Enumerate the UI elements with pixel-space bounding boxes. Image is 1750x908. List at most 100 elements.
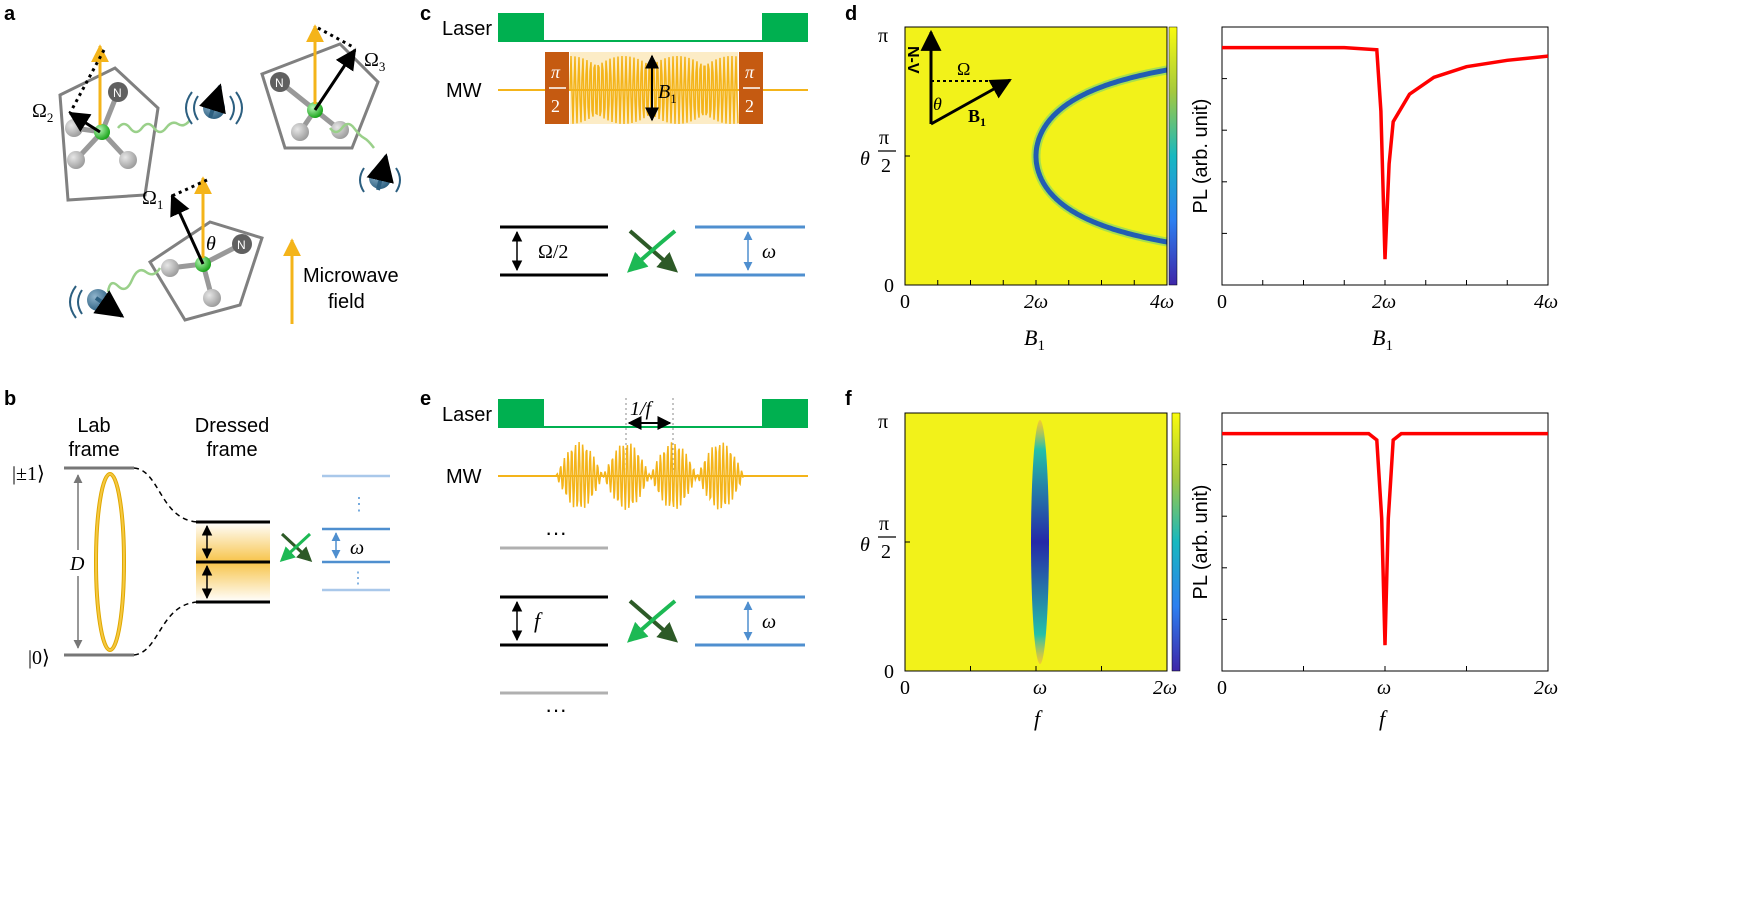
fr-xtick-w: ω [1377, 677, 1391, 699]
chart-f-heatmap: PL (arb. unit) π 0 π 2 θ 0 ω 2ω f [860, 411, 1212, 731]
mw-label-e: MW [446, 466, 482, 488]
nv-center-2: N Ω1 θ [69, 176, 264, 322]
nv-axis-label: N-V [904, 46, 921, 74]
laser-label-e: Laser [442, 404, 492, 426]
d-xtick-0: 0 [900, 291, 910, 313]
panel-b: Lab frame Dressed frame |±1⟩ |0⟩ D ⋮ ⋮ [12, 415, 390, 669]
pi2-1-den: 2 [551, 96, 560, 116]
laser-pulse-e-2 [762, 399, 808, 428]
nv-center-1: N Ω2 [32, 44, 243, 202]
colorbar-d [1168, 26, 1178, 286]
coupling-arrows-b [279, 532, 313, 563]
b1-label-c: B1 [658, 81, 677, 106]
laser-pulse-c-2 [762, 13, 808, 42]
chart-f-line: 0 ω 2ω f [1217, 412, 1558, 731]
f-ytick-pi2-num: π [879, 513, 889, 535]
inset-theta: θ [933, 94, 942, 114]
panel-label-d: d [845, 3, 857, 25]
dots-bottom-e: ··· [545, 697, 567, 722]
nitrogen-label-2: N [237, 238, 246, 252]
omega2-label: Ω2 [32, 100, 53, 125]
panel-label-c: c [420, 3, 431, 25]
f-ytick-0: 0 [884, 661, 894, 683]
colorbar-f [1171, 412, 1181, 672]
mw-label-c: MW [446, 80, 482, 102]
omega3-label: Ω3 [364, 49, 385, 74]
panel-label-e: e [420, 388, 431, 410]
fr-xlabel: f [1379, 706, 1388, 731]
colorbar-d-label: PL (arb. unit) [1190, 99, 1212, 214]
panel-label-f: f [845, 388, 852, 410]
d-label: D [69, 553, 85, 575]
panel-label-b: b [4, 388, 16, 410]
d-ytick-pi2-den: 2 [881, 155, 891, 177]
f-level-label: f [534, 608, 543, 633]
d-xtick-2w: 2ω [1024, 291, 1048, 313]
microwave-legend-line1: Microwave [303, 265, 399, 287]
panel-e: Laser MW 1/f ··· f ω ··· [442, 398, 808, 722]
theta-label: θ [206, 233, 216, 255]
d-ylabel: θ [860, 148, 870, 170]
pl-curve-d [1222, 45, 1549, 260]
state-pm1-label: |±1⟩ [12, 463, 45, 485]
laser-pulse-c-1 [498, 13, 544, 42]
state-0-label: |0⟩ [28, 647, 50, 669]
chart-d-heatmap: PL (arb. unit) N-V Ω θ B1 π 0 π 2 θ 0 2ω… [860, 25, 1212, 354]
pl-curve-f [1222, 431, 1548, 646]
dressed-frame-title-1: Dressed [195, 415, 269, 437]
f-xlabel: f [1034, 706, 1043, 731]
f-ytick-pi: π [878, 411, 888, 433]
laser-label-c: Laser [442, 18, 492, 40]
microwave-legend-line2: field [328, 291, 365, 313]
dressed-frame-title-2: frame [206, 439, 257, 461]
coupling-arrows-c [627, 229, 679, 273]
pi2-2-num: π [745, 62, 755, 82]
f-xtick-2w: 2ω [1153, 677, 1177, 699]
nitrogen-label-3: N [275, 76, 284, 90]
fr-xtick-0: 0 [1217, 677, 1227, 699]
dots-top-e: ··· [545, 520, 567, 545]
f-xtick-0: 0 [900, 677, 910, 699]
dr-xtick-0: 0 [1217, 291, 1227, 313]
heatmap-d-axes [904, 26, 1168, 286]
d-xlabel: B1 [1024, 325, 1045, 354]
f-ytick-pi2-den: 2 [881, 541, 891, 563]
resonance-blob [1031, 420, 1049, 664]
omega-level-e: ω [762, 611, 776, 633]
pi2-2-den: 2 [745, 96, 754, 116]
lab-frame-title-1: Lab [77, 415, 110, 437]
d-ytick-0: 0 [884, 275, 894, 297]
omega1-label: Ω1 [142, 187, 163, 212]
nitrogen-label-1: N [113, 86, 122, 100]
nv-center-3: N Ω3 [260, 24, 401, 193]
chart-d-line: 0 2ω 4ω B1 [1217, 26, 1558, 354]
dots-lower: ⋮ [350, 570, 366, 587]
inset-omega: Ω [957, 59, 970, 79]
field-geometry-inset: N-V Ω θ B1 [904, 29, 1012, 129]
f-ylabel: θ [860, 534, 870, 556]
coupling-arrows-e [627, 599, 679, 643]
dr-xtick-4w: 4ω [1534, 291, 1558, 313]
fr-xtick-2w: 2ω [1534, 677, 1558, 699]
panel-a: N Ω2 N Ω3 [32, 24, 401, 324]
dr-xlabel: B1 [1372, 325, 1393, 354]
omega-label-b: ω [350, 537, 364, 559]
panel-label-a: a [4, 3, 16, 25]
period-label: 1/f [630, 398, 654, 420]
mw-modulated-waveform [555, 441, 744, 510]
omega-half-label: Ω/2 [538, 241, 568, 263]
d-ytick-pi: π [878, 25, 888, 47]
pi2-1-num: π [551, 62, 561, 82]
panel-c: Laser MW π 2 π 2 B1 Ω/2 ω [442, 13, 808, 277]
laser-pulse-e-1 [498, 399, 544, 428]
dr-xtick-2w: 2ω [1372, 291, 1396, 313]
lab-frame-title-2: frame [68, 439, 119, 461]
inset-b1: B1 [968, 106, 986, 129]
omega-level-c: ω [762, 241, 776, 263]
colorbar-f-label: PL (arb. unit) [1190, 485, 1212, 600]
d-xtick-4w: 4ω [1150, 291, 1174, 313]
f-xtick-w: ω [1033, 677, 1047, 699]
dots-upper: ⋮ [350, 494, 368, 514]
d-ytick-pi2-num: π [879, 127, 889, 149]
